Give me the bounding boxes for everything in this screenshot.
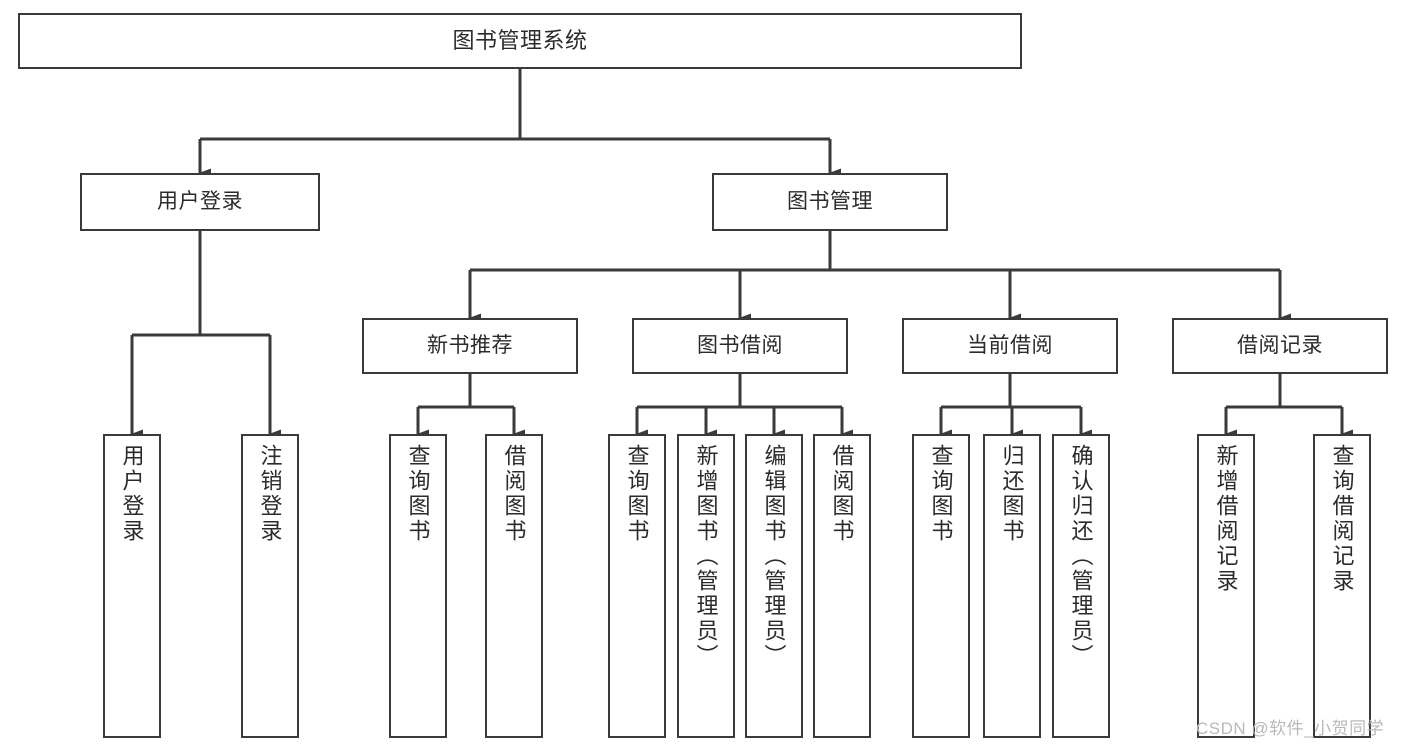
node-new-book-recommend[interactable]: 新书推荐 (362, 318, 578, 374)
node-user-login-label: 用户登录 (157, 189, 243, 213)
node-leaf-add-borrow-record-label: 新增借阅记录 (1213, 444, 1239, 594)
node-leaf-borrow-book-recommend-label: 借阅图书 (501, 444, 527, 544)
node-leaf-query-book-borrow[interactable]: 查询图书 (608, 434, 666, 738)
node-leaf-user-logout[interactable]: 注销登录 (241, 434, 299, 738)
node-root[interactable]: 图书管理系统 (18, 13, 1022, 69)
node-leaf-borrow-book-label: 借阅图书 (829, 444, 855, 544)
node-leaf-query-book-borrow-label: 查询图书 (624, 444, 650, 544)
node-leaf-return-book-label: 归还图书 (999, 444, 1025, 544)
node-leaf-query-book-recommend[interactable]: 查询图书 (389, 434, 447, 738)
node-leaf-user-logout-label: 注销登录 (257, 444, 283, 544)
node-borrow-record-label: 借阅记录 (1237, 333, 1323, 357)
node-book-manage-label: 图书管理 (787, 189, 873, 213)
node-new-book-recommend-label: 新书推荐 (427, 333, 513, 357)
watermark: CSDN @软件_小贺同学 (1196, 719, 1385, 738)
node-book-manage[interactable]: 图书管理 (712, 173, 948, 231)
node-leaf-add-book[interactable]: 新增图书（管理员） (677, 434, 735, 738)
node-leaf-add-borrow-record[interactable]: 新增借阅记录 (1197, 434, 1255, 738)
node-leaf-query-borrow-record-label: 查询借阅记录 (1329, 444, 1355, 594)
node-leaf-borrow-book[interactable]: 借阅图书 (813, 434, 871, 738)
node-leaf-query-book-current[interactable]: 查询图书 (912, 434, 970, 738)
node-borrow-record[interactable]: 借阅记录 (1172, 318, 1388, 374)
node-leaf-confirm-return-label: 确认归还（管理员） (1068, 444, 1094, 669)
node-book-borrow[interactable]: 图书借阅 (632, 318, 848, 374)
node-current-borrow[interactable]: 当前借阅 (902, 318, 1118, 374)
node-leaf-return-book[interactable]: 归还图书 (983, 434, 1041, 738)
node-leaf-edit-book-label: 编辑图书（管理员） (761, 444, 787, 669)
node-leaf-user-login-label: 用户登录 (119, 444, 145, 544)
node-leaf-add-book-label: 新增图书（管理员） (693, 444, 719, 669)
node-user-login[interactable]: 用户登录 (80, 173, 320, 231)
node-leaf-query-book-current-label: 查询图书 (928, 444, 954, 544)
node-root-label: 图书管理系统 (452, 28, 588, 54)
node-leaf-user-login[interactable]: 用户登录 (103, 434, 161, 738)
node-leaf-query-book-recommend-label: 查询图书 (405, 444, 431, 544)
node-current-borrow-label: 当前借阅 (967, 333, 1053, 357)
node-leaf-borrow-book-recommend[interactable]: 借阅图书 (485, 434, 543, 738)
node-leaf-query-borrow-record[interactable]: 查询借阅记录 (1313, 434, 1371, 738)
node-leaf-edit-book[interactable]: 编辑图书（管理员） (745, 434, 803, 738)
edges-group (130, 69, 1353, 439)
node-leaf-confirm-return[interactable]: 确认归还（管理员） (1052, 434, 1110, 738)
node-book-borrow-label: 图书借阅 (697, 333, 783, 357)
